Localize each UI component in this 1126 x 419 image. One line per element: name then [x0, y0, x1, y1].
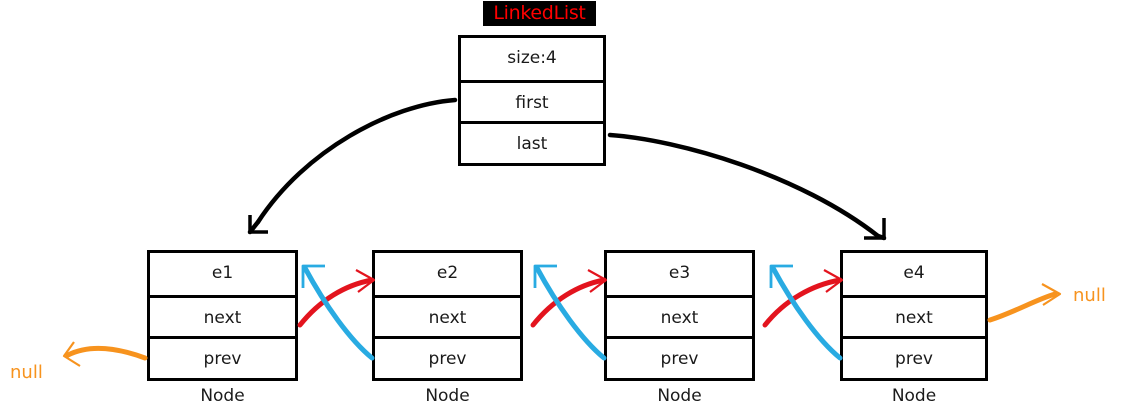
linkedlist-field-last: last: [461, 121, 603, 163]
linkedlist-box: size:4 first last: [458, 35, 606, 166]
node-box-4: e4 next prev: [840, 250, 988, 381]
first-reference-arrow: [247, 97, 458, 235]
node-box-3: e3 next prev: [604, 250, 755, 381]
node-2-next: next: [375, 294, 520, 337]
node-box-1: e1 next prev: [147, 250, 298, 381]
linkedlist-field-first: first: [461, 79, 603, 122]
node-3-value: e3: [607, 253, 752, 295]
node-2-value: e2: [375, 253, 520, 295]
node-1-next: next: [150, 294, 295, 337]
node-3-type-label: Node: [657, 386, 702, 406]
node-4-next: next: [843, 294, 985, 337]
prev-pointer-arrow-2: [533, 264, 607, 361]
prev-pointer-arrow-3: [769, 264, 843, 361]
last-reference-arrow: [607, 132, 887, 241]
linkedlist-field-size: size:4: [461, 38, 603, 80]
prev-pointer-arrow-1: [301, 264, 375, 361]
node-1-value: e1: [150, 253, 295, 295]
node-3-next: next: [607, 294, 752, 337]
node-box-2: e2 next prev: [372, 250, 523, 381]
node-2-type-label: Node: [425, 386, 470, 406]
head-prev-null-label: null: [10, 362, 43, 383]
node-4-type-label: Node: [891, 386, 937, 406]
node-4-value: e4: [843, 253, 985, 295]
node-1-prev: prev: [150, 336, 295, 378]
next-pointer-arrow-3: [762, 269, 844, 328]
tail-next-null-label: null: [1073, 285, 1106, 306]
tail-next-null-arrow: [987, 283, 1062, 323]
node-1-type-label: Node: [200, 386, 245, 406]
next-pointer-arrow-1: [297, 269, 376, 328]
next-pointer-arrow-2: [530, 269, 608, 328]
node-2-prev: prev: [375, 336, 520, 378]
node-4-prev: prev: [843, 336, 985, 378]
node-3-prev: prev: [607, 336, 752, 378]
diagram-title: LinkedList: [483, 1, 596, 26]
head-prev-null-arrow: [62, 341, 148, 367]
